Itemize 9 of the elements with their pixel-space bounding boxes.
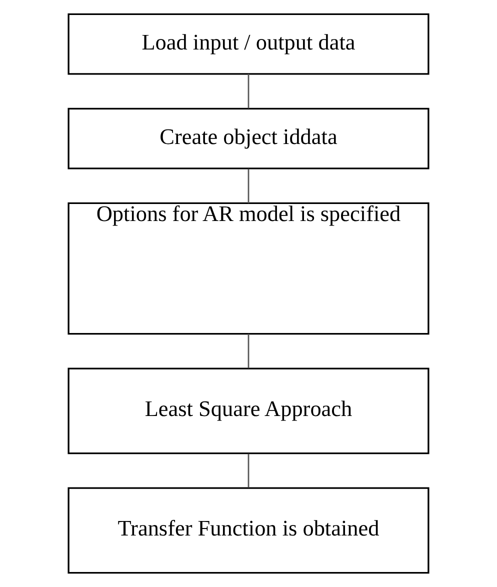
connector [248, 168, 250, 204]
node-box: Create object iddata [68, 108, 430, 170]
connector [248, 74, 250, 108]
node-box: Transfer Function is obtained [68, 487, 430, 574]
connector [248, 334, 250, 368]
node-box: Least Square Approach [68, 368, 430, 454]
node-box: Options for AR model is specified [68, 202, 430, 335]
node-box: Load input / output data [68, 13, 430, 75]
connector [248, 454, 250, 488]
